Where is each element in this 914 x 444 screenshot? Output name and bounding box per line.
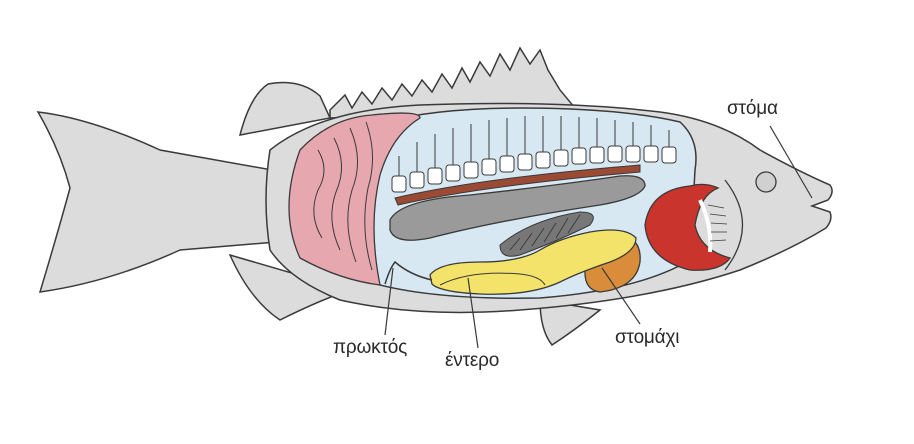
pelvic-fin: [539, 299, 602, 347]
liver-hatch: [509, 214, 581, 251]
muscle-lines: [313, 121, 374, 271]
gill-filaments: [698, 199, 713, 253]
kidney: [394, 164, 641, 206]
stomach-leader-line: [601, 267, 641, 325]
soft-dorsal-fin: [238, 81, 332, 136]
intestine: [429, 229, 637, 295]
swim-bladder: [389, 175, 646, 241]
mouth-leader-line: [769, 125, 813, 199]
label-anus: πρωκτός: [333, 337, 408, 358]
label-mouth: στόμα: [727, 98, 778, 119]
dorsal-fin: [329, 46, 577, 119]
tail-fin: [36, 111, 301, 293]
label-stomach: στομάχι: [615, 327, 680, 348]
ribs: [398, 116, 670, 176]
intestine-loop: [439, 272, 546, 286]
intestine-tube: [384, 260, 433, 285]
intestine-leader-line: [467, 277, 479, 349]
eye: [755, 171, 777, 193]
gill-rakers: [707, 204, 728, 242]
label-intestine: έντερο: [445, 350, 500, 371]
anus-leader-line: [384, 267, 394, 336]
operculum-line: [724, 179, 744, 271]
muscle-tissue: [288, 112, 421, 286]
